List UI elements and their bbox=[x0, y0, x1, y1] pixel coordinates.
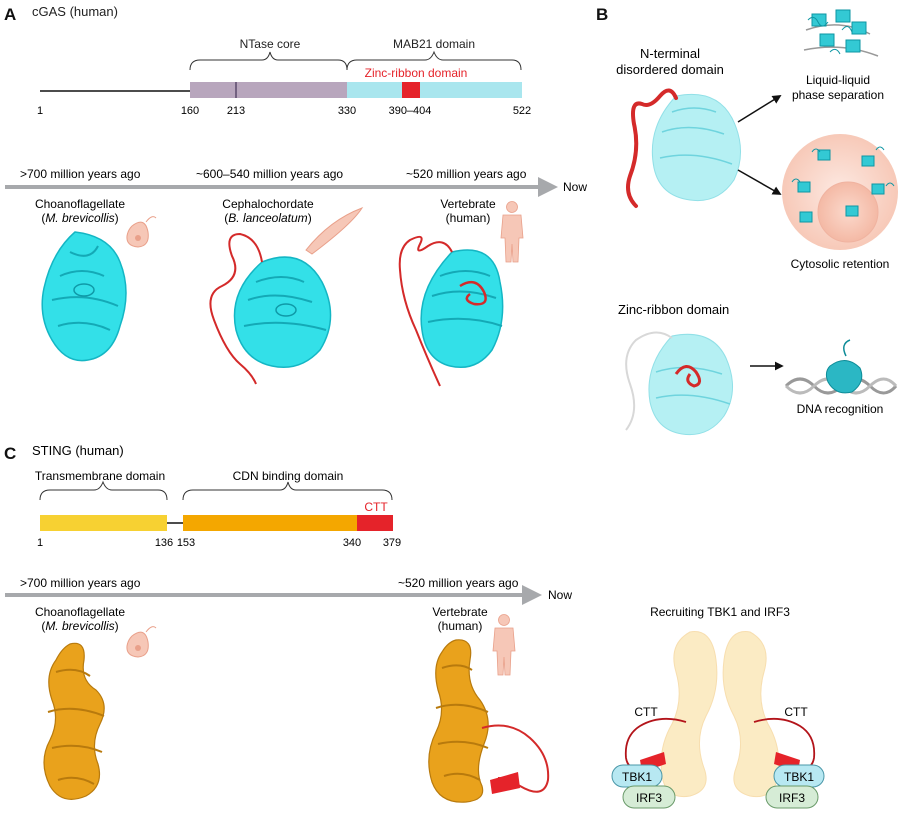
brace-mab21 bbox=[346, 50, 522, 71]
tbk1-left-label: TBK1 bbox=[622, 770, 652, 784]
irf3-right-label: IRF3 bbox=[779, 791, 805, 805]
sting-title: STING (human) bbox=[32, 443, 124, 458]
brace-transmembrane-label: Transmembrane domain bbox=[35, 469, 165, 483]
sting-time-700: >700 million years ago bbox=[20, 576, 141, 590]
sting-org1-name: Choanoflagellate bbox=[35, 605, 125, 619]
nterm-title-line1: N-terminal bbox=[640, 46, 700, 61]
sting-ctt-helix-human bbox=[490, 772, 520, 794]
lancelet-icon bbox=[305, 207, 364, 255]
cgas-time-now: Now bbox=[563, 180, 587, 194]
cgas-tick-390-404: 390–404 bbox=[389, 105, 432, 117]
sting-ctt-label: CTT bbox=[364, 500, 388, 514]
cgas-zinc-structure bbox=[625, 331, 733, 436]
cgas-nterm-structure bbox=[626, 88, 742, 208]
irf3-left: IRF3 bbox=[622, 785, 676, 809]
human-icon bbox=[500, 201, 524, 263]
panel-b: B N-terminal disordered domain Liquid-li… bbox=[596, 5, 898, 436]
ctt-right-label: CTT bbox=[784, 705, 808, 719]
cgas-org1-name: Choanoflagellate bbox=[35, 197, 125, 211]
sting-structure-human bbox=[428, 639, 550, 803]
sting-org2-name: Vertebrate bbox=[432, 605, 488, 619]
human-icon-sting bbox=[492, 614, 516, 676]
zinc-ribbon-title: Zinc-ribbon domain bbox=[618, 302, 729, 317]
cgas-nterm-tail-human bbox=[398, 235, 453, 387]
cgas-structure-choanoflagellate bbox=[41, 231, 127, 362]
cgas-org2-name: Cephalochordate bbox=[222, 197, 314, 211]
sting-dimer-faded bbox=[660, 631, 780, 798]
cgas-zinc-loop-human bbox=[459, 280, 487, 306]
llps-label-line1: Liquid-liquid bbox=[806, 73, 870, 87]
panel-c: C STING (human) Transmembrane domain CDN… bbox=[4, 443, 825, 809]
cytosolic-cell bbox=[782, 134, 898, 250]
irf3-left-label: IRF3 bbox=[636, 791, 662, 805]
brace-ntase-label: NTase core bbox=[240, 37, 301, 51]
sting-time-520: ~520 million years ago bbox=[398, 576, 519, 590]
cgas-org2-species: (B. lanceolatum) bbox=[224, 211, 311, 225]
nterm-title-line2: disordered domain bbox=[616, 62, 724, 77]
sting-org1-species: (M. brevicollis) bbox=[41, 619, 118, 633]
brace-transmembrane bbox=[39, 480, 168, 501]
cgas-title: cGAS (human) bbox=[32, 4, 118, 19]
choanoflagellate-icon-sting bbox=[126, 626, 157, 658]
cgas-org3-species: (human) bbox=[446, 211, 491, 225]
sting-org2-species: (human) bbox=[438, 619, 483, 633]
dna-recognition-label: DNA recognition bbox=[797, 402, 884, 416]
cytosolic-retention-label: Cytosolic retention bbox=[791, 257, 890, 271]
cgas-zinc-ribbon-bar bbox=[402, 82, 420, 98]
arrow-to-llps bbox=[737, 95, 782, 123]
cgas-tick-160: 160 bbox=[181, 105, 199, 117]
sting-tick-379: 379 bbox=[383, 537, 401, 549]
cgas-structure-cephalochordate bbox=[209, 232, 332, 385]
panel-c-letter: C bbox=[4, 444, 16, 463]
brace-ntase-core bbox=[189, 51, 348, 71]
brace-cdn-binding bbox=[182, 481, 393, 501]
cgas-structure-human bbox=[398, 235, 504, 387]
sting-cdn-bar bbox=[183, 515, 357, 531]
zinc-ribbon-label: Zinc-ribbon domain bbox=[365, 66, 468, 80]
sting-tick-136: 136 bbox=[155, 537, 173, 549]
cgas-nterm-tail-cephalochordate bbox=[209, 232, 263, 385]
brace-cdn-label: CDN binding domain bbox=[233, 469, 344, 483]
cgas-tick-522: 522 bbox=[513, 105, 531, 117]
nterm-tail-red bbox=[626, 88, 678, 208]
llps-condensate bbox=[803, 9, 879, 57]
cgas-time-600-540: ~600–540 million years ago bbox=[196, 167, 343, 181]
zinc-loop-red bbox=[674, 365, 701, 388]
recruit-title: Recruiting TBK1 and IRF3 bbox=[650, 605, 790, 619]
panel-a: A cGAS (human) NTase core MAB21 domain Z… bbox=[4, 4, 587, 387]
sting-tick-340: 340 bbox=[343, 537, 361, 549]
cgas-org3-name: Vertebrate bbox=[440, 197, 496, 211]
sting-tick-153: 153 bbox=[177, 537, 195, 549]
choanoflagellate-icon bbox=[126, 216, 157, 248]
cgas-mab21-bar bbox=[347, 82, 522, 98]
dna-recognition-icon bbox=[784, 339, 898, 395]
cgas-tick-330: 330 bbox=[338, 105, 356, 117]
cgas-time-700: >700 million years ago bbox=[20, 167, 141, 181]
panel-a-letter: A bbox=[4, 5, 16, 24]
cgas-org1-species: (M. brevicollis) bbox=[41, 211, 118, 225]
tbk1-left: TBK1 bbox=[611, 764, 663, 788]
llps-label-line2: phase separation bbox=[792, 88, 884, 102]
cgas-tick-1: 1 bbox=[37, 105, 43, 117]
tbk1-right: TBK1 bbox=[773, 764, 825, 788]
sting-tick-1: 1 bbox=[37, 537, 43, 549]
brace-mab21-label: MAB21 domain bbox=[393, 37, 475, 51]
tbk1-right-label: TBK1 bbox=[784, 770, 814, 784]
arrow-to-cytosolic bbox=[737, 169, 782, 195]
panel-b-letter: B bbox=[596, 5, 608, 24]
ctt-left-label: CTT bbox=[634, 705, 658, 719]
sting-structure-choanoflagellate bbox=[43, 642, 105, 800]
sting-tm-bar bbox=[40, 515, 167, 531]
sting-ctt-bar bbox=[357, 515, 393, 531]
cgas-ntase-bar bbox=[190, 82, 347, 98]
irf3-right: IRF3 bbox=[765, 785, 819, 809]
sting-time-now: Now bbox=[548, 588, 572, 602]
cgas-tick-213: 213 bbox=[227, 105, 245, 117]
cgas-time-520: ~520 million years ago bbox=[406, 167, 527, 181]
